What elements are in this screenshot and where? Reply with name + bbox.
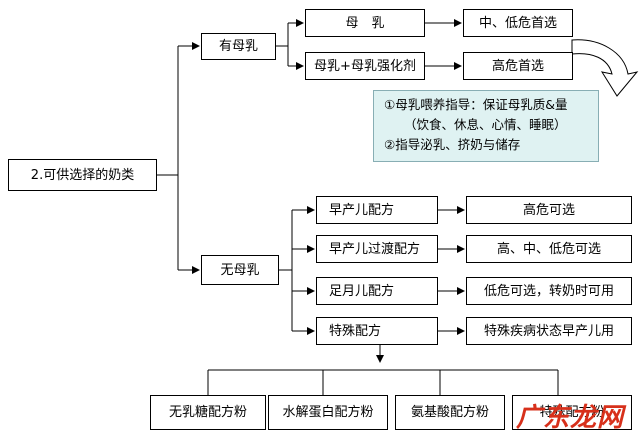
breastfeeding-guidance-note: ①母乳喂养指导：保证母乳质&量 （饮食、休息、心情、睡眠） ②指导泌乳、挤奶与储… [373, 90, 599, 162]
special-formula-3: 氨基酸配方粉 [395, 395, 505, 430]
special-formula-4: 特殊配方粉 [512, 395, 632, 430]
guidance-line-3: ②指导泌乳、挤奶与储存 [384, 137, 521, 152]
formula-result-4: 特殊疾病状态早产儿用 [466, 317, 632, 345]
formula-result-1: 高危可选 [466, 196, 632, 224]
root-label: 2.可供选择的奶类 [30, 167, 135, 183]
formula-result-3: 低危可选，转奶时可用 [466, 277, 632, 305]
breast-milk-result-2: 高危首选 [463, 52, 573, 80]
formula-option-4: 特殊配方 [316, 317, 438, 345]
root-node: 2.可供选择的奶类 [8, 159, 157, 191]
breast-milk-option-1: 母 乳 [305, 9, 425, 37]
formula-option-3: 足月儿配方 [316, 277, 438, 305]
formula-option-1: 早产儿配方 [316, 196, 438, 224]
watermark-text: 广东龙网 [515, 402, 624, 433]
guidance-line-1: ①母乳喂养指导：保证母乳质&量 [384, 97, 568, 112]
watermark-logo: 广东龙网 [500, 389, 640, 441]
breast-milk-result-1: 中、低危首选 [463, 9, 573, 37]
breast-milk-label: 有母乳 [218, 39, 258, 54]
guidance-line-2: （饮食、休息、心情、睡眠） [404, 117, 567, 132]
breast-milk-node: 有母乳 [201, 33, 276, 60]
breast-milk-option-2: 母乳+母乳强化剂 [305, 52, 425, 80]
formula-option-2: 早产儿过渡配方 [316, 235, 438, 263]
no-breast-milk-label: 无母乳 [220, 262, 260, 278]
no-breast-milk-node: 无母乳 [201, 255, 279, 285]
special-formula-2: 水解蛋白配方粉 [268, 395, 388, 430]
formula-result-2: 高、中、低危可选 [466, 235, 632, 263]
curved-arrow-icon [571, 39, 639, 97]
special-formula-1: 无乳糖配方粉 [150, 395, 266, 430]
